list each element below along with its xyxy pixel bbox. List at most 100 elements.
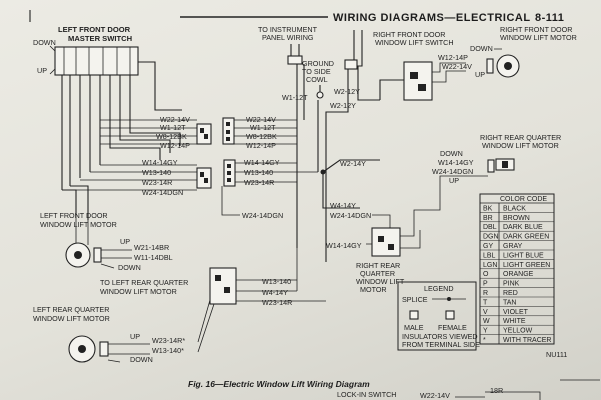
wire-label-b1: W14-14GY bbox=[142, 158, 178, 167]
color-code-abbr: Y bbox=[483, 328, 488, 335]
color-code-name: WITH TRACER bbox=[503, 337, 551, 344]
bottom-wire-1: W22-14V bbox=[420, 391, 450, 400]
color-code-abbr: V bbox=[483, 309, 488, 316]
rr-quarter-motor: RIGHT REAR QUARTER WINDOW LIFT MOTOR DOW… bbox=[432, 133, 561, 185]
wire-label-ar2: W1-12T bbox=[250, 123, 276, 132]
rf-switch-label-2: WINDOW LIFT SWITCH bbox=[375, 38, 454, 47]
page-number: 8-111 bbox=[535, 12, 564, 24]
lr-quarter-connector: TO LEFT REAR QUARTER WINDOW LIFT MOTOR W… bbox=[100, 248, 326, 307]
color-code-name: LIGHT GREEN bbox=[503, 262, 550, 269]
legend-male-icon bbox=[409, 310, 419, 320]
wire-label-lf2: W11-14DBL bbox=[134, 253, 173, 262]
wire-label-b3: W23-14R bbox=[142, 178, 172, 187]
lr-motor-label-2: WINDOW LIFT MOTOR bbox=[33, 314, 110, 323]
rr-switch-label-1: RIGHT REAR bbox=[356, 261, 400, 270]
color-code-abbr: * bbox=[483, 337, 486, 344]
instrument-panel-connector bbox=[287, 55, 303, 65]
legend-splice-label: SPLICE bbox=[402, 295, 428, 304]
trunk-connector bbox=[344, 59, 358, 70]
rf-window-switch: RIGHT FRONT DOOR WINDOW LIFT SWITCH W12-… bbox=[373, 30, 472, 101]
color-code-abbr: P bbox=[483, 281, 488, 288]
ground-label-3: COWL bbox=[306, 75, 328, 84]
master-switch-down-label: DOWN bbox=[33, 38, 56, 47]
rr-switch-label-2: QUARTER bbox=[360, 269, 395, 278]
wire-label-lrq3: W23-14R bbox=[262, 298, 292, 307]
rr-switch-body bbox=[371, 227, 401, 257]
lf-motor-down: DOWN bbox=[118, 263, 141, 272]
color-code-name: DARK BLUE bbox=[503, 224, 543, 231]
lrq-label-1: TO LEFT REAR QUARTER bbox=[100, 278, 188, 287]
connector-block-b: W14-14GY W13-140 W23-14R W24-14DGN W14-1… bbox=[70, 158, 318, 220]
color-code-name: YELLOW bbox=[503, 328, 533, 335]
wire-label-a1: W22-14V bbox=[160, 115, 190, 124]
master-switch-up-label: UP bbox=[37, 66, 47, 75]
color-code-abbr: T bbox=[483, 299, 488, 306]
wire-label-a4: W12-14P bbox=[160, 141, 190, 150]
wire-label-ar1: W22-14V bbox=[246, 115, 276, 124]
color-code-abbr: BR bbox=[483, 215, 493, 222]
color-code-name: BROWN bbox=[503, 215, 530, 222]
lf-window-motor: LEFT FRONT DOOR WINDOW LIFT MOTOR UP DOW… bbox=[40, 211, 173, 272]
rf-motor-up: UP bbox=[475, 70, 485, 79]
legend-male-label: MALE bbox=[404, 323, 424, 332]
rf-window-motor: RIGHT FRONT DOOR WINDOW LIFT MOTOR DOWN … bbox=[470, 25, 577, 79]
wire-label-br1: W14-14GY bbox=[244, 158, 280, 167]
legend-note-1: INSULATORS VIEWED bbox=[402, 332, 478, 341]
wire-label-w24-left: W24-14DGN bbox=[242, 211, 283, 220]
wire-label-ar4: W12-14P bbox=[246, 141, 276, 150]
legend-splice-dot bbox=[447, 297, 451, 301]
rr-switch-label-3: WINDOW LIFT bbox=[356, 277, 405, 286]
wire-label-w1-12t: W1-12T bbox=[282, 93, 308, 102]
rf-switch-body bbox=[403, 61, 433, 101]
lr-motor-label-1: LEFT REAR QUARTER bbox=[33, 305, 109, 314]
rf-motor-down: DOWN bbox=[470, 44, 493, 53]
instrument-panel-label-2: PANEL WIRING bbox=[262, 33, 314, 42]
wire-label-b2: W13-140 bbox=[142, 168, 171, 177]
wire-label-lr2: W13-140* bbox=[152, 346, 184, 355]
color-code-abbr: LBL bbox=[483, 252, 496, 259]
color-code-name: VIOLET bbox=[503, 309, 529, 316]
wire-label-a2: W1-12T bbox=[160, 123, 186, 132]
color-code-abbr: BK bbox=[483, 205, 493, 212]
lrq-label-2: WINDOW LIFT MOTOR bbox=[100, 287, 177, 296]
lr-quarter-motor: LEFT REAR QUARTER WINDOW LIFT MOTOR UP D… bbox=[33, 299, 215, 364]
color-code-name: ORANGE bbox=[503, 271, 534, 278]
wire-label-lrq2: W4-14Y bbox=[262, 288, 288, 297]
wire-label-rf1: W12-14P bbox=[438, 53, 468, 62]
lrq-connector bbox=[209, 267, 237, 305]
lf-master-switch-label-2: MASTER SWITCH bbox=[68, 34, 132, 43]
lf-motor-label-1: LEFT FRONT DOOR bbox=[40, 211, 108, 220]
lr-motor-up: UP bbox=[130, 332, 140, 341]
color-code-abbr: DBL bbox=[483, 224, 497, 231]
wire-label-lrq1: W13-140 bbox=[262, 277, 291, 286]
wire-label-lf1: W21-14BR bbox=[134, 243, 169, 252]
wire-label-a3: W8-12BK bbox=[156, 132, 187, 141]
bottom-wire-2: 18R bbox=[490, 386, 503, 395]
color-code-abbr: DGN bbox=[483, 234, 499, 241]
legend-frame bbox=[397, 281, 477, 351]
rf-switch-label-1: RIGHT FRONT DOOR bbox=[373, 30, 445, 39]
wire-label-rr2: W24-14DGN bbox=[432, 167, 473, 176]
lf-master-switch: LEFT FRONT DOOR MASTER SWITCH DOWN UP bbox=[33, 25, 139, 76]
wire-label-w2-12y-a: W2-12Y bbox=[334, 87, 360, 96]
wire-label-w4-14y: W4-14Y bbox=[330, 201, 356, 210]
ground-label-1: GROUND bbox=[302, 59, 334, 68]
color-code-abbr: W bbox=[483, 318, 490, 325]
instrument-panel-label-1: TO INSTRUMENT bbox=[258, 25, 318, 34]
rr-motor-label-1: RIGHT REAR QUARTER bbox=[480, 133, 561, 142]
wire-label-rf2: W22-14V bbox=[442, 62, 472, 71]
rr-switch-label-4: MOTOR bbox=[360, 285, 387, 294]
color-code-name: DARK GREEN bbox=[503, 234, 549, 241]
connector-block-a: W22-14V W1-12T W8-12BK W12-14P W22-14V W… bbox=[100, 115, 297, 150]
color-code-abbr: LGN bbox=[483, 262, 497, 269]
wire-label-ar3: W8-12BK bbox=[246, 132, 277, 141]
master-switch-body bbox=[54, 46, 139, 76]
bottom-partial: LOCK-IN SWITCH W22-14V 18R bbox=[337, 379, 600, 400]
wire-label-b4: W24-14DGN bbox=[142, 188, 183, 197]
rr-motor-label-2: WINDOW LIFT MOTOR bbox=[482, 141, 559, 150]
legend-female-icon bbox=[445, 310, 455, 320]
color-code-name: WHITE bbox=[503, 318, 526, 325]
